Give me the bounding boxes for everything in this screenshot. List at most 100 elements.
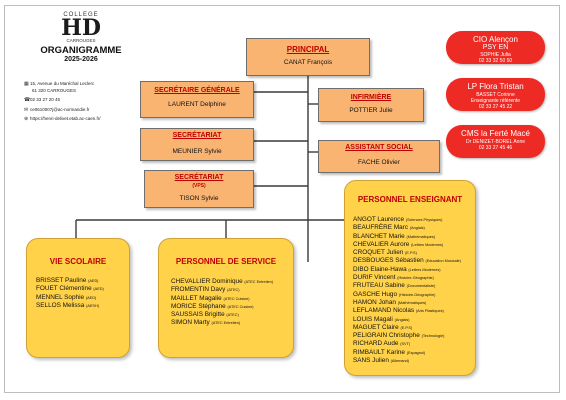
secretaire-generale-title: SECRÉTAIRE GÉNÉRALE (154, 87, 240, 94)
vie-scolaire-member: BRISSET Pauline (AED) (36, 277, 104, 285)
member-name: LEFLAMAND Nicolas (353, 307, 415, 315)
infirmiere-title: INFIRMIÈRE (350, 94, 392, 101)
personnel-service-title: PERSONNEL DE SERVICE (175, 257, 277, 266)
member-detail: (Documentaliste) (406, 284, 436, 289)
postcode-line: 61 320 CARROUGES (32, 88, 77, 93)
member-detail: (Education Musicale) (425, 259, 461, 264)
member-name: SANS Julien (353, 357, 389, 365)
phone-icon: ☎ (24, 97, 31, 103)
partner-cms-name: Dr DENIZET-BOREL Anne (466, 139, 525, 145)
school-year: 2025-2026 (64, 56, 98, 63)
personnel-enseignant-member: DURIF Vincent (Histoire-Géographie) (353, 274, 461, 282)
assistant-social-name: FACHE Olivier (358, 159, 400, 166)
member-detail: (SVT) (400, 342, 411, 347)
partner-lp-title: LP Flora Tristan (467, 82, 524, 91)
vie-scolaire-member: MENNEL Sophie (AED) (36, 294, 104, 302)
principal-box: PRINCIPAL CANAT François (246, 38, 370, 76)
member-name: SIMON Marty (171, 319, 210, 327)
email-line: ✉ce0610007j@ac-normandie.fr (24, 107, 89, 113)
personnel-service-member: MAILLET Magalie (ATEC Cuisine) (171, 295, 273, 303)
member-name: SELLOS Melissa (36, 301, 85, 309)
infirmiere-box: INFIRMIÈRE POTTIER Julie (318, 88, 424, 122)
secretariat-1-name: MEUNIER Sylvie (172, 148, 222, 155)
email-text: ce0610007j@ac-normandie.fr (30, 107, 90, 112)
personnel-enseignant-member: CHEVALIER Aurore (Lettres Modernes) (353, 241, 461, 249)
member-detail: (ATEC) (226, 313, 239, 318)
personnel-service-list: CHEVALLIER Dominique (ATEC Entretien) FRO… (171, 278, 273, 328)
personnel-enseignant-list: ANGOT Laurence (Sciences Physiques)BEAUF… (353, 216, 461, 365)
member-detail: (E.P.S) (405, 251, 417, 256)
member-detail: (ATEC Entretien) (211, 321, 241, 326)
secretariat-2-name: TISON Sylvie (179, 195, 219, 202)
phone-line: ☎02 33 27 20 45 (24, 97, 60, 103)
personnel-service-member: MORICE Stéphane (ATEC Cuisine) (171, 303, 273, 311)
partner-cms-phone: 02 33 27 45 46 (478, 145, 513, 151)
personnel-service-member: SAUSSAIS Brigitte (ATEC) (171, 311, 273, 319)
personnel-enseignant-member: BLANCHET Marie (Mathématiques) (353, 233, 461, 241)
member-detail: (Espagnol) (406, 350, 426, 355)
building-icon: ▦ (24, 81, 29, 87)
assistant-social-box: ASSISTANT SOCIAL FACHE Olivier (318, 140, 440, 173)
member-name: FROMENTIN Davy (171, 286, 226, 294)
personnel-enseignant-member: SANS Julien (Allemand) (353, 357, 461, 365)
member-name: CHEVALLIER Dominique (171, 278, 243, 285)
secretariat-1-title: SECRÉTARIAT (172, 132, 222, 139)
website-line: ⊕https://henri-delivet.etab.ac-caen.fr/ (24, 116, 101, 122)
partner-lp-phone: 02 33 27 45 22 (478, 104, 513, 110)
member-detail: (Lettres Modernes) (408, 267, 441, 272)
assistant-social-title: ASSISTANT SOCIAL (345, 144, 413, 151)
personnel-enseignant-member: HAMON Johan (Mathématiques) (353, 299, 461, 307)
member-detail: (Mathématiques) (406, 234, 436, 239)
partner-lp-role: Enseignante référente (470, 98, 521, 104)
member-detail: (AED) (85, 295, 97, 300)
member-name: ANGOT Laurence (353, 216, 405, 223)
member-name: MAILLET Magalie (171, 294, 222, 302)
personnel-enseignant-member: LOUIS Magali (Anglais) (353, 316, 461, 324)
secretariat-box-1: SECRÉTARIAT MEUNIER Sylvie (140, 128, 254, 161)
member-name: MAGUET Claire (353, 323, 399, 331)
member-detail: (ATEC Entretien) (244, 280, 274, 284)
member-name: PELIGRAIN Christophe (353, 332, 420, 340)
principal-title: PRINCIPAL (286, 45, 330, 54)
vie-scolaire-list: BRISSET Pauline (AED)FOUET Clémentine (A… (36, 277, 104, 310)
school-logo: COLLEGE HD CARROUGES ORGANIGRAMME 2025-2… (36, 12, 126, 63)
member-detail: (ATEC Cuisine) (223, 296, 250, 301)
phone-text: 02 33 27 20 45 (30, 97, 61, 102)
personnel-enseignant-member: ANGOT Laurence (Sciences Physiques) (353, 216, 461, 224)
personnel-enseignant-member: GASCHE Hugo (Histoire-Géographie) (353, 291, 461, 299)
vie-scolaire-title: VIE SCOLAIRE (49, 257, 107, 266)
personnel-enseignant-member: BEAUFRÈRE Marc (Anglais) (353, 224, 461, 232)
member-name: CHEVALIER Aurore (353, 240, 410, 248)
organigram-title: ORGANIGRAMME (40, 45, 122, 56)
personnel-enseignant-member: LEFLAMAND Nicolas (Arts Plastiques) (353, 307, 461, 315)
member-name: MORICE Stéphane (171, 302, 226, 310)
member-name: HAMON Johan (353, 298, 396, 306)
partner-cio-title: CIO Alençon (473, 35, 518, 44)
partner-cio-phone: 02 33 32 50 50 (478, 58, 513, 64)
school-town: CARROUGES (66, 38, 96, 43)
member-detail: (Histoire-Géographie) (398, 292, 436, 297)
member-detail: (Arts Plastiques) (415, 309, 444, 314)
member-name: RICHARD Aude (353, 340, 399, 348)
member-detail: (Histoire-Géographie) (397, 276, 434, 281)
member-detail: (ATEC Cuisine) (227, 304, 254, 309)
member-name: GASCHE Hugo (353, 290, 398, 298)
member-name: BLANCHET Marie (353, 232, 405, 240)
infirmiere-name: POTTIER Julie (349, 107, 393, 114)
member-detail: (AED) (88, 279, 99, 283)
member-detail: (Sciences Physiques) (405, 218, 443, 222)
secretariat-box-2: SECRÉTARIAT (VPS) TISON Sylvie (144, 170, 254, 208)
member-name: CROQUET Julien (353, 249, 404, 257)
member-name: FOUET Clémentine (36, 285, 92, 293)
member-detail: (E.P.S) (400, 325, 413, 330)
member-detail: (Lettres Modernes) (411, 242, 444, 247)
personnel-enseignant-group: PERSONNEL ENSEIGNANT ANGOT Laurence (Sci… (344, 180, 476, 376)
secretariat-2-subtitle: (VPS) (192, 183, 206, 189)
secretaire-generale-box: SECRÉTAIRE GÉNÉRALE LAURENT Delphine (140, 81, 254, 118)
member-name: BRISSET Pauline (36, 277, 87, 284)
member-detail: (Anglais) (394, 317, 410, 322)
personnel-enseignant-member: FRUTEAU Sabine (Documentaliste) (353, 282, 461, 290)
personnel-enseignant-member: DESBOUGES Sébastien (Education Musicale) (353, 257, 461, 265)
personnel-enseignant-member: CROQUET Julien (E.P.S) (353, 249, 461, 257)
partner-cms-title: CMS la Ferté Macé (461, 129, 530, 138)
